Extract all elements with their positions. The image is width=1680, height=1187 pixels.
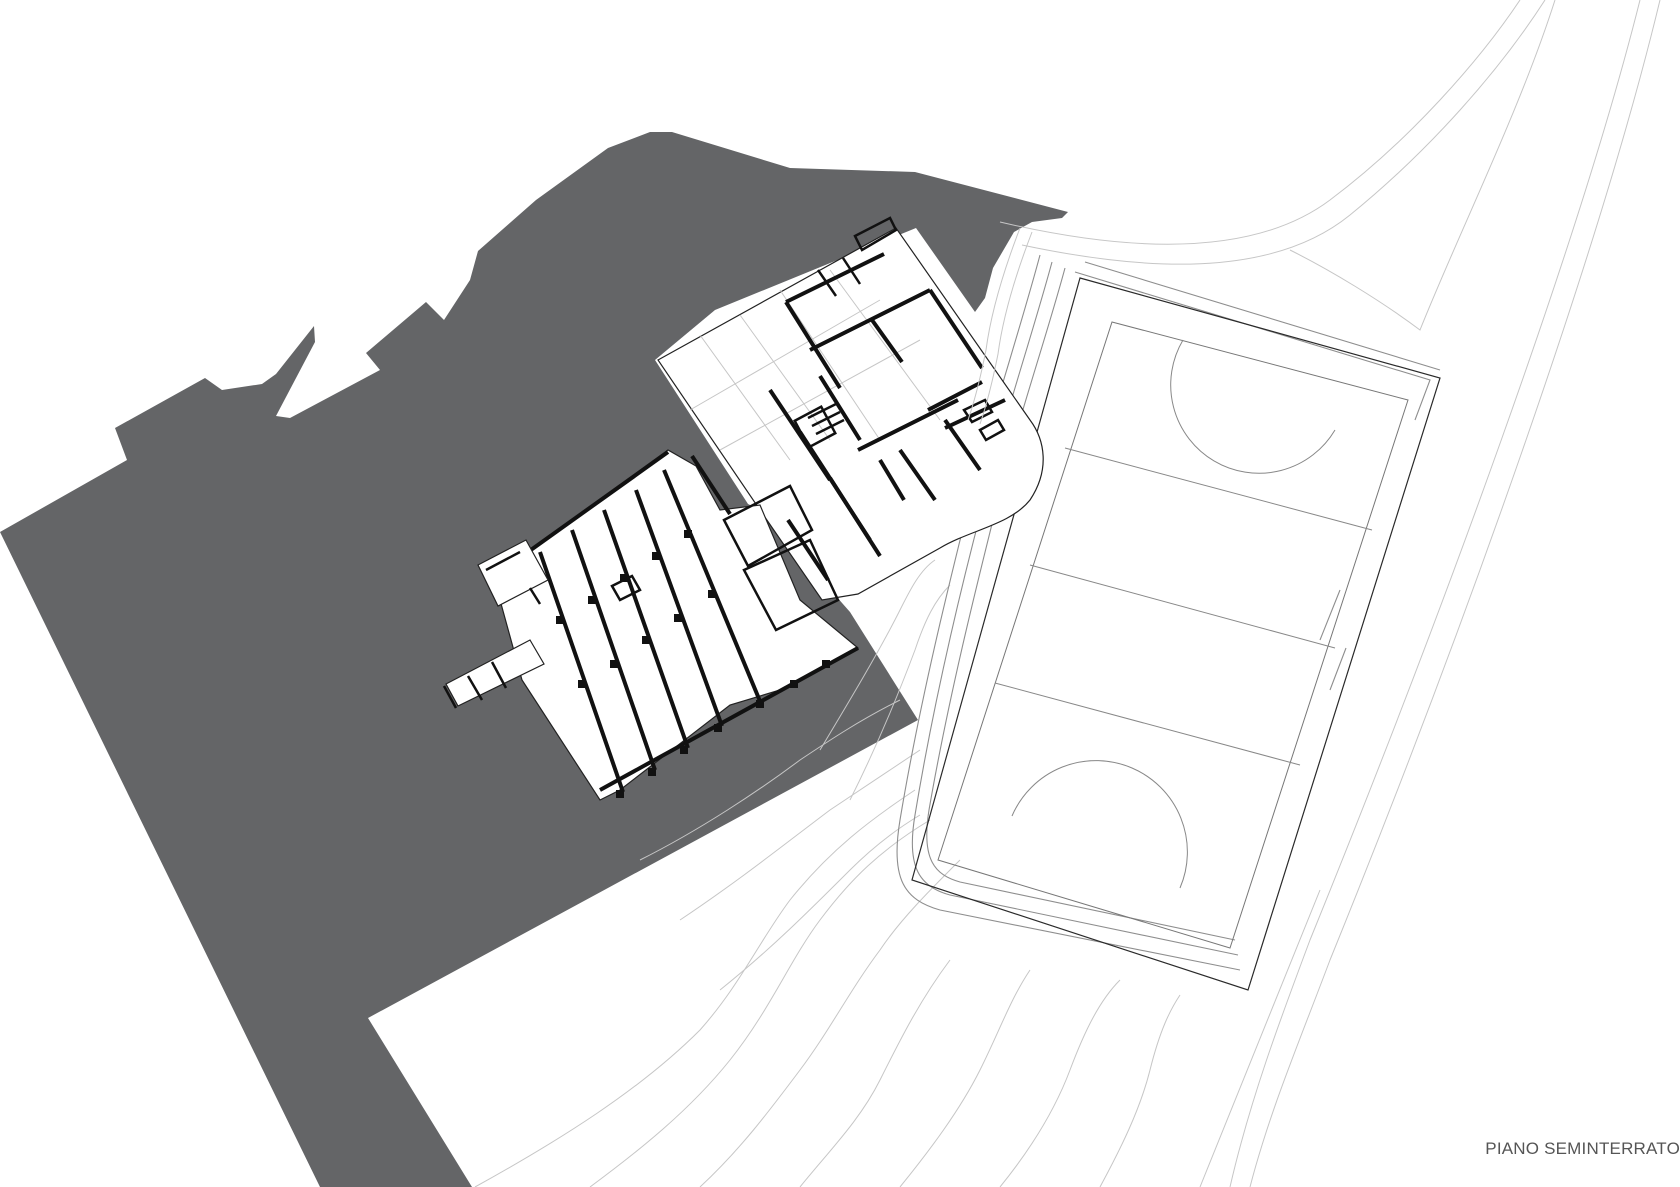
drawing-title: PIANO SEMINTERRATO bbox=[1485, 1139, 1680, 1158]
pitch-inner bbox=[937, 321, 1409, 949]
upper-building bbox=[657, 216, 1044, 601]
pitch-arc bbox=[1170, 339, 1336, 474]
upper-building-outline bbox=[657, 227, 1044, 601]
football-pitch bbox=[911, 277, 1441, 991]
pitch-line bbox=[1029, 564, 1336, 649]
pitch-line bbox=[994, 682, 1301, 766]
lower-building bbox=[442, 449, 860, 801]
embankment bbox=[896, 254, 1441, 971]
terrain-edge bbox=[967, 227, 1033, 425]
pitch-outer bbox=[911, 277, 1441, 991]
terrain-contours bbox=[474, 559, 1181, 1187]
perimeter-road bbox=[999, 0, 1661, 1187]
pitch-arc bbox=[1011, 760, 1188, 889]
pitch-line bbox=[1064, 447, 1373, 531]
